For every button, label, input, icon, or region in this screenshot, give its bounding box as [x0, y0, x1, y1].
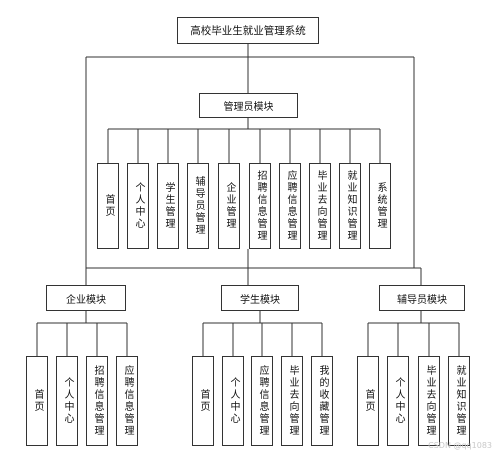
enterprise-item-4: 应聘信息管理: [116, 356, 138, 446]
counselor-item-label: 首页: [363, 389, 374, 413]
admin-item-label: 招聘信息管理: [255, 170, 266, 242]
admin-item-6: 招聘信息管理: [249, 163, 271, 249]
student-item-3: 应聘信息管理: [251, 356, 273, 446]
student-item-label: 毕业去向管理: [287, 365, 298, 437]
enterprise-item-label: 招聘信息管理: [92, 365, 103, 437]
counselor-item-label: 毕业去向管理: [424, 365, 435, 437]
admin-item-label: 辅导员管理: [193, 176, 204, 236]
counselor-item-2: 个人中心: [387, 356, 409, 446]
enterprise-item-2: 个人中心: [56, 356, 78, 446]
enterprise-module-box: 企业模块: [46, 285, 126, 311]
enterprise-item-3: 招聘信息管理: [86, 356, 108, 446]
enterprise-item-1: 首页: [26, 356, 48, 446]
counselor-item-3: 毕业去向管理: [418, 356, 440, 446]
admin-item-label: 个人中心: [133, 182, 144, 230]
admin-item-label: 应聘信息管理: [285, 170, 296, 242]
admin-item-5: 企业管理: [218, 163, 240, 249]
enterprise-item-label: 首页: [32, 389, 43, 413]
counselor-item-4: 就业知识管理: [448, 356, 470, 446]
enterprise-item-label: 应聘信息管理: [122, 365, 133, 437]
enterprise-item-label: 个人中心: [62, 377, 73, 425]
admin-item-label: 学生管理: [163, 182, 174, 230]
student-item-4: 毕业去向管理: [281, 356, 303, 446]
student-item-2: 个人中心: [222, 356, 244, 446]
admin-item-2: 个人中心: [127, 163, 149, 249]
admin-item-label: 毕业去向管理: [315, 170, 326, 242]
admin-item-3: 学生管理: [157, 163, 179, 249]
admin-item-1: 首页: [97, 163, 119, 249]
admin-item-label: 系统管理: [375, 182, 386, 230]
student-module-box: 学生模块: [221, 285, 299, 311]
student-item-5: 我的收藏管理: [311, 356, 333, 446]
watermark: CSDN @qq1083: [428, 441, 492, 450]
counselor-item-1: 首页: [357, 356, 379, 446]
student-item-label: 首页: [198, 389, 209, 413]
student-item-1: 首页: [192, 356, 214, 446]
admin-item-9: 就业知识管理: [339, 163, 361, 249]
admin-item-label: 企业管理: [224, 182, 235, 230]
admin-item-label: 就业知识管理: [345, 170, 356, 242]
admin-item-7: 应聘信息管理: [279, 163, 301, 249]
admin-item-label: 首页: [103, 194, 114, 218]
student-item-label: 我的收藏管理: [317, 365, 328, 437]
counselor-item-label: 就业知识管理: [454, 365, 465, 437]
admin-item-4: 辅导员管理: [187, 163, 209, 249]
admin-item-10: 系统管理: [369, 163, 391, 249]
system-title-box: 高校毕业生就业管理系统: [177, 17, 319, 44]
admin-item-8: 毕业去向管理: [309, 163, 331, 249]
student-item-label: 应聘信息管理: [257, 365, 268, 437]
counselor-module-box: 辅导员模块: [379, 285, 465, 311]
admin-module-box: 管理员模块: [199, 93, 298, 118]
counselor-item-label: 个人中心: [393, 377, 404, 425]
student-item-label: 个人中心: [228, 377, 239, 425]
